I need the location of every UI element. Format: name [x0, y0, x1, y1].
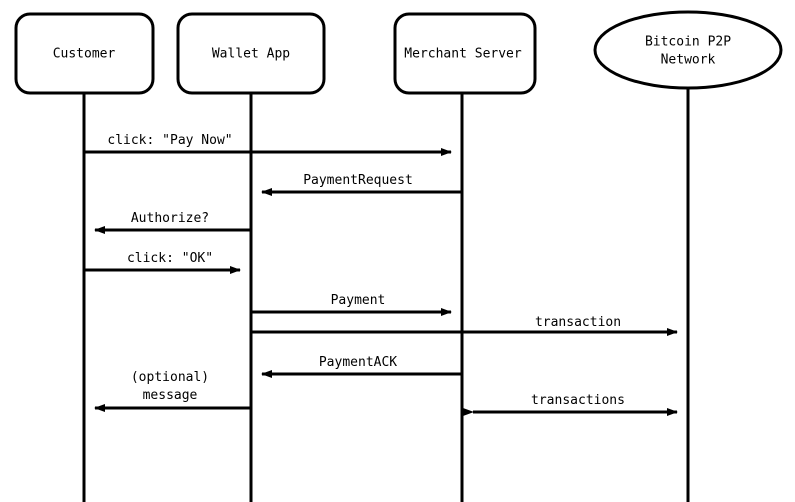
message-label-transactions: transactions	[531, 393, 625, 408]
participant-network-ellipse[interactable]	[593, 10, 783, 90]
message-label-payment-ack: PaymentACK	[319, 355, 397, 370]
participant-merchant-label: Merchant Server	[404, 47, 522, 62]
participant-customer-label: Customer	[53, 47, 116, 62]
participant-network-label-line1: Bitcoin P2P	[645, 35, 731, 50]
message-label-payment: Payment	[331, 293, 386, 308]
message-transactions: transactions	[463, 393, 678, 416]
message-label-transaction: transaction	[535, 315, 621, 330]
message-label-click-ok: click: "OK"	[127, 251, 213, 266]
message-authorize: Authorize?	[94, 211, 251, 234]
message-label-optional-message-line2: message	[143, 388, 198, 403]
participant-network-label-line2: Network	[661, 53, 716, 68]
message-label-optional-message-line1: (optional)	[131, 370, 209, 385]
participant-wallet-label: Wallet App	[212, 47, 290, 62]
participant-wallet-box[interactable]	[176, 12, 326, 95]
participant-merchant-box[interactable]	[393, 12, 537, 95]
participant-network[interactable]: Bitcoin P2P Network	[593, 10, 783, 90]
message-payment: Payment	[251, 293, 452, 316]
participant-customer[interactable]: Customer	[14, 12, 155, 95]
message-click-pay-now: click: "Pay Now"	[84, 133, 452, 156]
message-click-ok: click: "OK"	[84, 251, 241, 274]
message-transaction: transaction	[251, 315, 678, 336]
message-label-authorize: Authorize?	[131, 211, 209, 226]
message-optional-message: (optional) message	[94, 370, 251, 412]
lifelines-group	[82, 88, 690, 502]
participant-wallet[interactable]: Wallet App	[176, 12, 326, 95]
message-label-click-pay-now: click: "Pay Now"	[107, 133, 232, 148]
message-payment-ack: PaymentACK	[261, 355, 462, 378]
message-payment-request: PaymentRequest	[261, 173, 462, 196]
participant-customer-box[interactable]	[14, 12, 155, 95]
participant-merchant[interactable]: Merchant Server	[393, 12, 537, 95]
message-label-payment-request: PaymentRequest	[303, 173, 413, 188]
